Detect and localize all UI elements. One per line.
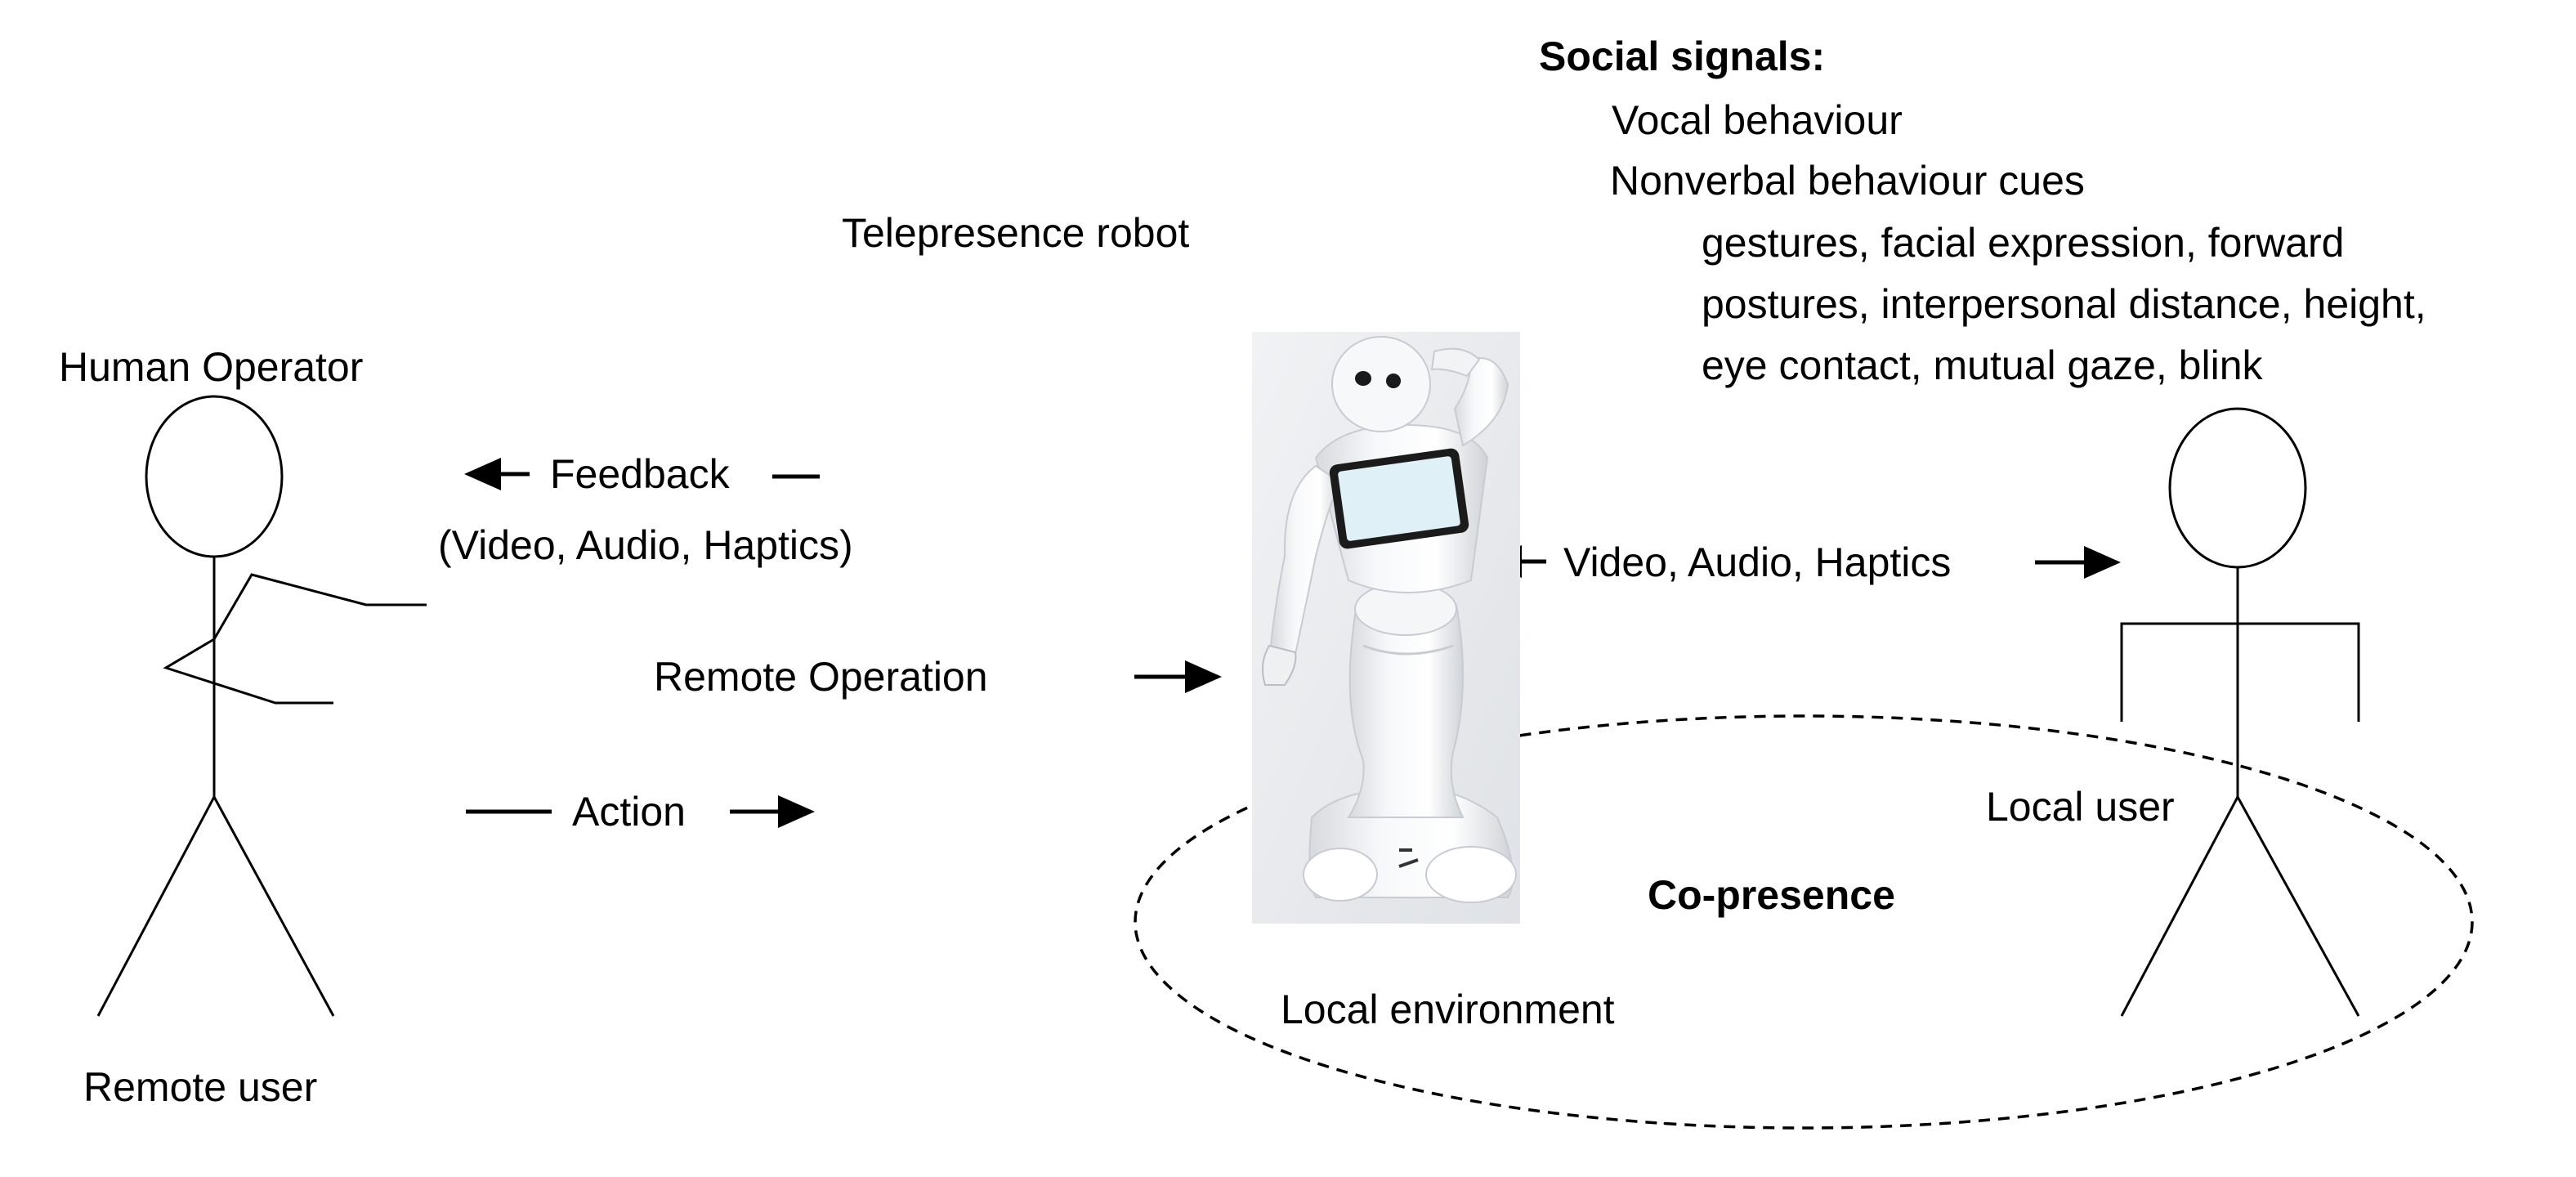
telepresence-robot-label: Telepresence robot [842, 210, 1190, 256]
robot-hand-down [1261, 644, 1297, 686]
local-user-head [2168, 407, 2307, 569]
local-user-leg-left [2120, 796, 2239, 1017]
co-presence-label: Co-presence [1648, 872, 1895, 918]
robot-arm-raised [1453, 357, 1509, 447]
robot-wheel-right [1425, 846, 1517, 903]
local-user-figure [2120, 407, 2360, 1017]
robot-eye-right [1386, 374, 1401, 388]
robot-base-mark-2 [1398, 858, 1419, 868]
remote-user-leg-right [212, 796, 335, 1017]
robot-leg [1347, 604, 1465, 818]
robot-tablet [1329, 448, 1469, 549]
nonverbal-cues-label: Nonverbal behaviour cues [1610, 158, 2085, 204]
remote-user-arm-upper [212, 573, 427, 640]
local-environment-ellipse [1134, 714, 2474, 1130]
human-operator-label: Human Operator [59, 344, 364, 390]
local-environment-label: Local environment [1281, 987, 1615, 1032]
robot-wheel-left [1303, 848, 1378, 902]
remote-user-leg-left [96, 796, 216, 1017]
arrows [464, 458, 2121, 828]
nonverbal-detail-line-1: gestures, facial expression, forward [1702, 220, 2345, 266]
local-user-label: Local user [1986, 784, 2175, 830]
remote-user-label: Remote user [83, 1064, 318, 1110]
robot-eye-left [1355, 371, 1371, 386]
action-label: Action [572, 789, 686, 835]
video-audio-haptics-label: Video, Audio, Haptics [1563, 539, 1952, 585]
robot-knee-seam [1362, 644, 1454, 656]
vocal-behaviour-label: Vocal behaviour [1612, 97, 1903, 143]
robot-head [1331, 336, 1431, 432]
social-signals-title: Social signals: [1539, 34, 1826, 79]
remote-user-head [145, 395, 284, 558]
remote-user-figure [96, 395, 427, 1017]
robot-hand-raised [1430, 347, 1481, 378]
nonverbal-detail-line-3: eye contact, mutual gaze, blink [1702, 342, 2263, 388]
local-user-leg-right [2236, 796, 2360, 1017]
remote-operation-label: Remote Operation [654, 654, 988, 700]
local-user-arms [2120, 622, 2360, 722]
robot-photo [1252, 332, 1520, 924]
remote-user-arm-lower [163, 638, 333, 705]
feedback-channels-label: (Video, Audio, Haptics) [438, 522, 853, 568]
feedback-label: Feedback [550, 451, 730, 497]
nonverbal-detail-line-2: postures, interpersonal distance, height… [1702, 281, 2426, 327]
